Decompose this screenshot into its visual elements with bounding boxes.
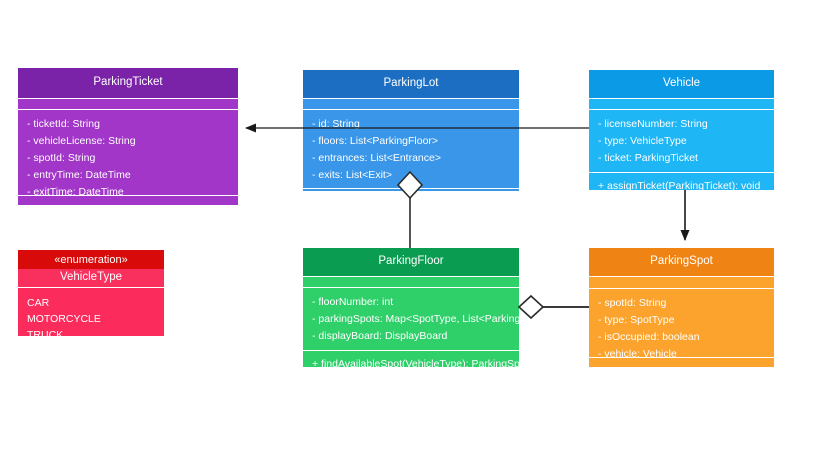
class-parking-spot-spacer — [589, 277, 774, 288]
class-vehicle-attributes: - licenseNumber: String - type: VehicleT… — [589, 110, 774, 172]
divider — [303, 98, 519, 99]
class-vehicle-header: Vehicle — [589, 70, 774, 98]
class-parking-ticket-attributes: - ticketId: String - vehicleLicense: Str… — [18, 110, 238, 205]
class-parking-lot[interactable]: ParkingLot - id: String - floors: List<P… — [303, 70, 519, 191]
divider — [589, 109, 774, 110]
class-parking-floor[interactable]: ParkingFloor - floorNumber: int - parkin… — [303, 248, 519, 367]
class-parking-lot-header: ParkingLot — [303, 70, 519, 98]
class-parking-lot-methods: + getParkingSpot(VehicleType): ParkingSp… — [303, 189, 519, 191]
divider — [18, 195, 238, 196]
class-parking-ticket-header: ParkingTicket — [18, 68, 238, 98]
attribute-row: - spotId: String — [598, 297, 667, 309]
attribute-row: - entryTime: DateTime — [27, 169, 131, 181]
divider — [18, 109, 238, 110]
class-parking-spot[interactable]: ParkingSpot - spotId: String - type: Spo… — [589, 248, 774, 367]
divider — [303, 276, 519, 277]
class-parking-lot-title: ParkingLot — [383, 77, 439, 90]
enum-value-row: MOTORCYCLE — [27, 313, 101, 325]
attribute-row: - parkingSpots: Map<SpotType, List<Parki… — [312, 313, 519, 325]
divider — [589, 288, 774, 289]
attribute-row: - vehicleLicense: String — [27, 135, 136, 147]
class-parking-ticket-title: ParkingTicket — [93, 76, 163, 89]
enum-value-row: TRUCK — [27, 329, 64, 336]
attribute-row: - exits: List<Exit> — [312, 169, 392, 181]
attribute-row: - exitTime: DateTime — [27, 186, 124, 198]
attribute-row: - entrances: List<Entrance> — [312, 152, 441, 164]
attribute-row: - licenseNumber: String — [598, 118, 708, 130]
class-parking-ticket-spacer — [18, 99, 238, 109]
attribute-row: - type: VehicleType — [598, 135, 687, 147]
divider — [303, 350, 519, 351]
enum-vehicle-type-values: CAR MOTORCYCLE TRUCK — [18, 288, 164, 336]
attribute-row: - ticketId: String — [27, 118, 100, 130]
class-parking-floor-spacer — [303, 277, 519, 287]
divider — [18, 287, 164, 288]
attribute-row: - id: String — [312, 118, 360, 130]
connector-floor-spot — [517, 294, 589, 320]
method-row: + assignTicket(ParkingTicket): void — [598, 180, 761, 190]
class-vehicle-methods: + assignTicket(ParkingTicket): void — [589, 173, 774, 190]
attribute-row: - floorNumber: int — [312, 296, 394, 308]
class-parking-lot-spacer — [303, 99, 519, 109]
divider — [589, 98, 774, 99]
enum-vehicle-type-title: VehicleType — [59, 271, 122, 284]
enum-value-row: CAR — [27, 297, 50, 309]
attribute-row: - displayBoard: DisplayBoard — [312, 330, 448, 342]
class-parking-floor-methods: + findAvailableSpot(VehicleType): Parkin… — [303, 351, 519, 367]
attribute-row: - spotId: String — [27, 152, 96, 164]
class-parking-spot-header: ParkingSpot — [589, 248, 774, 276]
class-vehicle-title: Vehicle — [662, 77, 701, 90]
enum-stereotype-label: «enumeration» — [54, 253, 128, 266]
class-parking-floor-title: ParkingFloor — [378, 255, 444, 268]
class-vehicle[interactable]: Vehicle - licenseNumber: String - type: … — [589, 70, 774, 190]
divider — [589, 172, 774, 173]
attribute-row: - ticket: ParkingTicket — [598, 152, 698, 164]
class-parking-floor-attributes: - floorNumber: int - parkingSpots: Map<S… — [303, 288, 519, 350]
class-parking-lot-attributes: - id: String - floors: List<ParkingFloor… — [303, 110, 519, 188]
attribute-row: - floors: List<ParkingFloor> — [312, 135, 439, 147]
class-vehicle-spacer — [589, 99, 774, 109]
class-parking-spot-attributes: - spotId: String - type: SpotType - isOc… — [589, 289, 774, 367]
class-parking-spot-title: ParkingSpot — [650, 255, 713, 268]
divider — [18, 98, 238, 99]
enum-vehicle-type-stereotype: «enumeration» — [18, 250, 164, 269]
divider — [589, 357, 774, 358]
divider — [303, 109, 519, 110]
class-parking-floor-header: ParkingFloor — [303, 248, 519, 276]
enum-vehicle-type[interactable]: «enumeration» VehicleType CAR MOTORCYCLE… — [18, 250, 164, 336]
class-parking-ticket[interactable]: ParkingTicket - ticketId: String - vehic… — [18, 68, 238, 205]
attribute-row: - vehicle: Vehicle — [598, 348, 677, 360]
attribute-row: - type: SpotType — [598, 314, 675, 326]
divider — [303, 287, 519, 288]
method-row: + findAvailableSpot(VehicleType): Parkin… — [312, 358, 519, 367]
attribute-row: - isOccupied: boolean — [598, 331, 700, 343]
divider — [589, 276, 774, 277]
enum-vehicle-type-header: VehicleType — [18, 269, 164, 287]
